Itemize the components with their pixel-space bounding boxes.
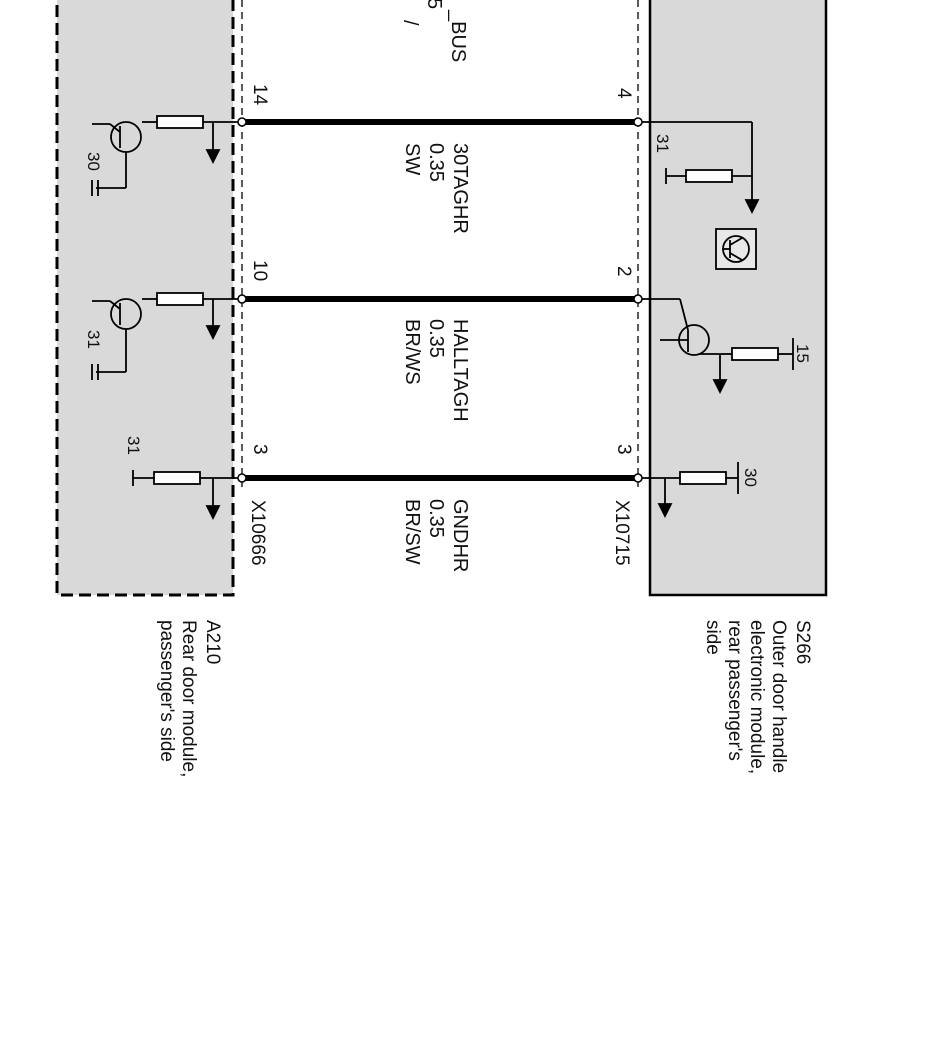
module-a210-desc-1: Rear door module, bbox=[178, 620, 199, 777]
terminal-left-30: 30 bbox=[84, 152, 103, 171]
pin-left-3: 3 bbox=[249, 444, 270, 455]
wire-30taghr-color: SW bbox=[401, 143, 423, 175]
wire-halltagh-color: BR/WS bbox=[401, 319, 423, 385]
module-s266-desc-1: Outer door handle bbox=[768, 620, 789, 773]
ground-arrow-icon bbox=[712, 379, 728, 395]
pin-right-4: 4 bbox=[613, 88, 634, 99]
terminal-left-31-bottom: 31 bbox=[124, 436, 143, 455]
terminal-left-31-mid: 31 bbox=[84, 330, 103, 349]
pin-left-10: 10 bbox=[249, 260, 270, 281]
ground-arrow-icon bbox=[205, 325, 221, 341]
module-s266-desc-3: rear passenger's bbox=[724, 620, 745, 761]
right-circuit-1 bbox=[642, 121, 760, 270]
terminal-right-15: 15 bbox=[793, 344, 812, 363]
wire-gndhr-size: 0.35 bbox=[425, 499, 447, 538]
module-s266-box bbox=[648, 0, 828, 597]
wire-gndhr-name: GNDHR bbox=[449, 499, 471, 572]
wire-30taghr-size: 0.35 bbox=[425, 143, 447, 182]
wire-halltagh-size: 0.35 bbox=[425, 319, 447, 358]
ground-arrow-icon bbox=[205, 149, 221, 165]
wire-halltagh-name: HALLTAGH bbox=[449, 319, 471, 422]
ground-arrow-icon bbox=[657, 503, 673, 519]
resistor-icon bbox=[685, 169, 733, 183]
ground-arrow-icon bbox=[744, 199, 760, 215]
module-s266-id: S266 bbox=[792, 620, 813, 664]
right-circuit-2 bbox=[642, 298, 794, 395]
wire-label-top-name: _BUS bbox=[447, 9, 469, 62]
wire-30taghr-name: 30TAGHR bbox=[449, 143, 471, 234]
pin-right-2: 2 bbox=[613, 266, 634, 277]
wire-label-top-color: / bbox=[399, 20, 421, 26]
resistor-icon bbox=[156, 292, 204, 306]
wire-gndhr-color: BR/SW bbox=[401, 499, 423, 565]
pin-left-14: 14 bbox=[249, 84, 270, 106]
pin-right-3: 3 bbox=[613, 444, 634, 455]
terminal-right-30: 30 bbox=[741, 468, 760, 487]
left-circuit-3 bbox=[132, 470, 238, 521]
resistor-icon bbox=[156, 115, 204, 129]
connector-x10666: X10666 bbox=[247, 500, 268, 566]
wire-label-top-size: 5 bbox=[423, 0, 445, 9]
module-a210-desc-2: passenger's side bbox=[156, 620, 177, 762]
connector-x10715: X10715 bbox=[611, 500, 632, 566]
left-circuit-1 bbox=[91, 115, 238, 196]
ground-arrow-icon bbox=[205, 505, 221, 521]
resistor-icon bbox=[679, 471, 727, 485]
left-circuit-2 bbox=[91, 292, 238, 380]
module-a210-id: A210 bbox=[202, 620, 223, 664]
terminal-right-31: 31 bbox=[653, 134, 672, 153]
right-circuit-3 bbox=[642, 462, 739, 519]
resistor-icon bbox=[153, 471, 201, 485]
resistor-icon bbox=[731, 347, 779, 361]
module-s266-desc-4: side bbox=[702, 620, 723, 655]
module-s266-desc-2: electronic module, bbox=[746, 620, 767, 774]
